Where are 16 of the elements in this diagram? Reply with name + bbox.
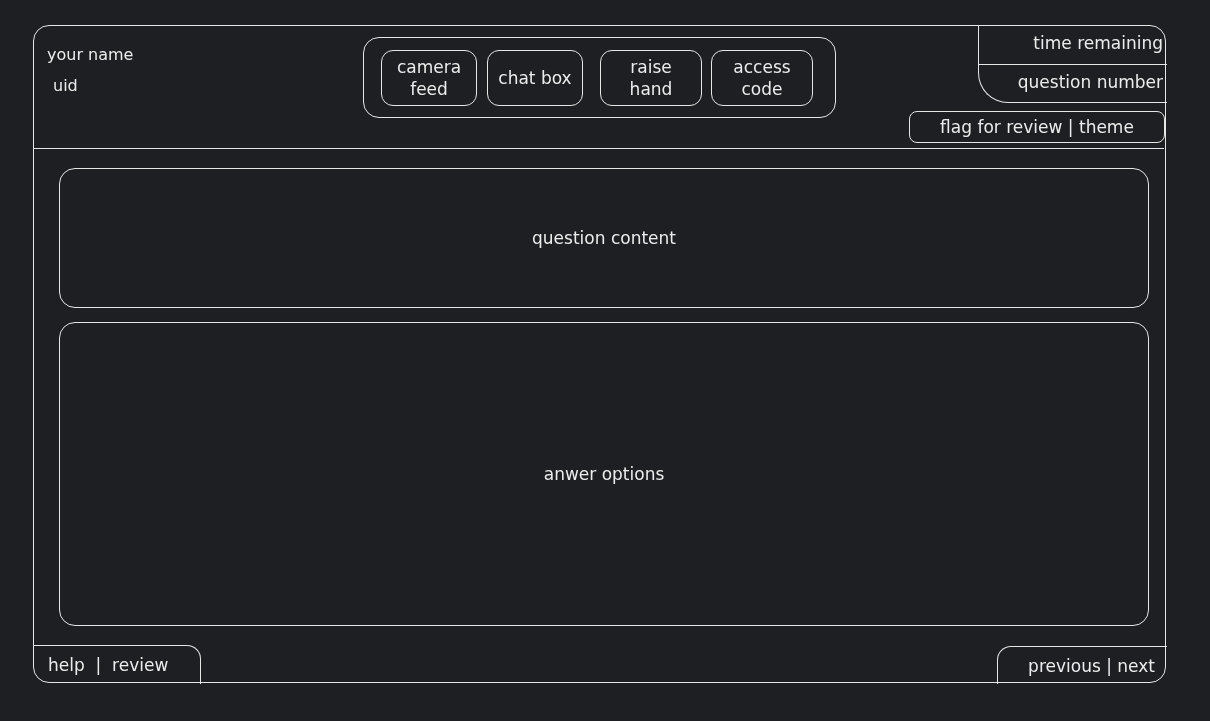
- question-panel: question content: [59, 168, 1149, 308]
- feature-button: raise hand: [600, 50, 702, 106]
- uid-text: uid: [53, 76, 78, 95]
- question-number-text: question number: [979, 63, 1167, 102]
- status-panel: [978, 26, 1167, 103]
- navigation-tab: previous | next: [997, 646, 1167, 684]
- help-tab: help | review: [34, 645, 201, 684]
- flag-button: flag for review | theme: [909, 111, 1165, 143]
- toolbar-panel: [363, 37, 836, 118]
- timer-text: time remaining: [1032, 32, 1164, 55]
- feature-button: access code: [711, 50, 813, 106]
- answer-panel: anwer options: [59, 322, 1149, 626]
- screen-frame: [33, 25, 1166, 683]
- name-text: your name: [47, 45, 134, 64]
- feature-button: chat box: [487, 50, 583, 106]
- feature-button: camera feed: [381, 50, 477, 106]
